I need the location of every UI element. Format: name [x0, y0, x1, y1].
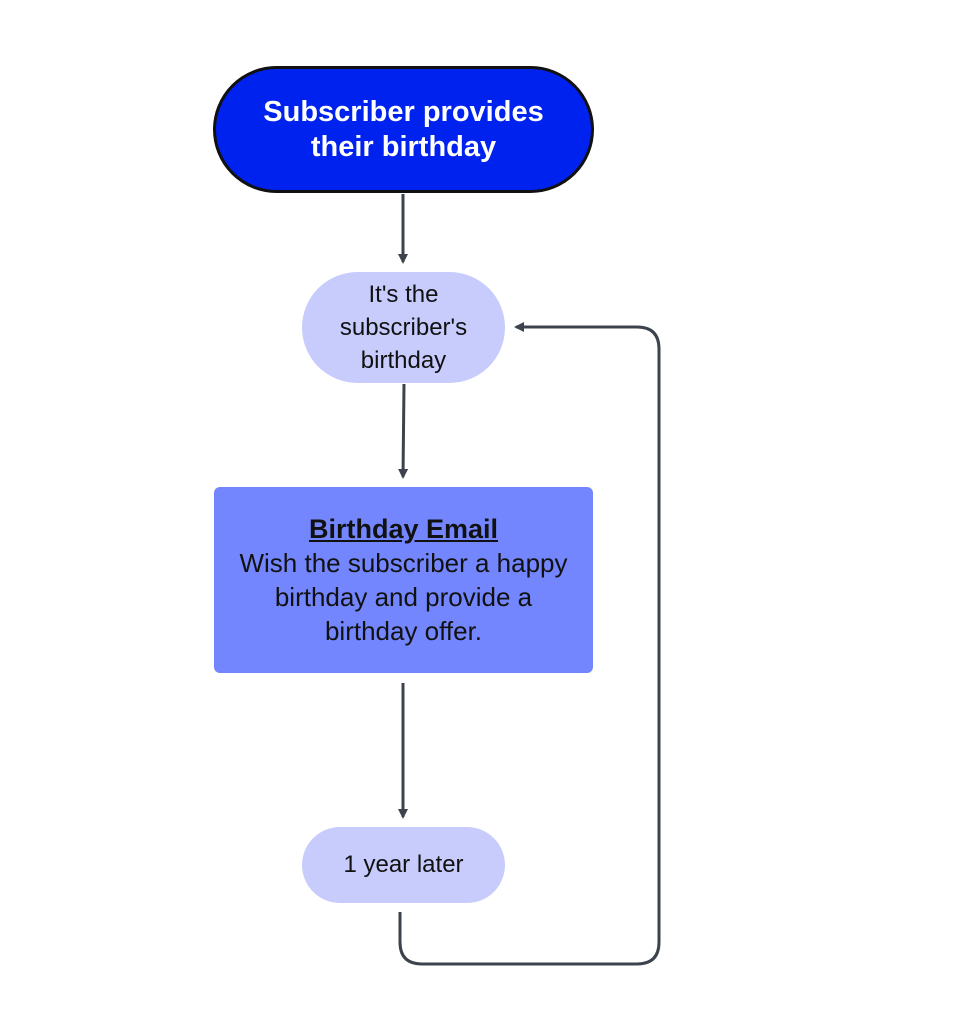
birthday-email-title: Birthday Email — [308, 514, 499, 544]
birthday-email-description: Wish the subscriber a happy birthday and… — [239, 548, 568, 646]
birthday-node-label: It's the subscriber's birthday — [339, 281, 468, 374]
start-node: Subscriber provides their birthday — [213, 66, 594, 193]
one-year-later-node: 1 year later — [302, 827, 505, 903]
start-node-label: Subscriber provides their birthday — [263, 95, 544, 163]
birthday-node: It's the subscriber's birthday — [302, 272, 505, 383]
one-year-later-label: 1 year later — [343, 851, 464, 878]
birthday-email-node: Birthday Email Wish the subscriber a hap… — [214, 487, 593, 673]
arrow-later-loop-to-birthday — [398, 322, 661, 966]
arrow-birthday-to-email — [398, 383, 409, 479]
